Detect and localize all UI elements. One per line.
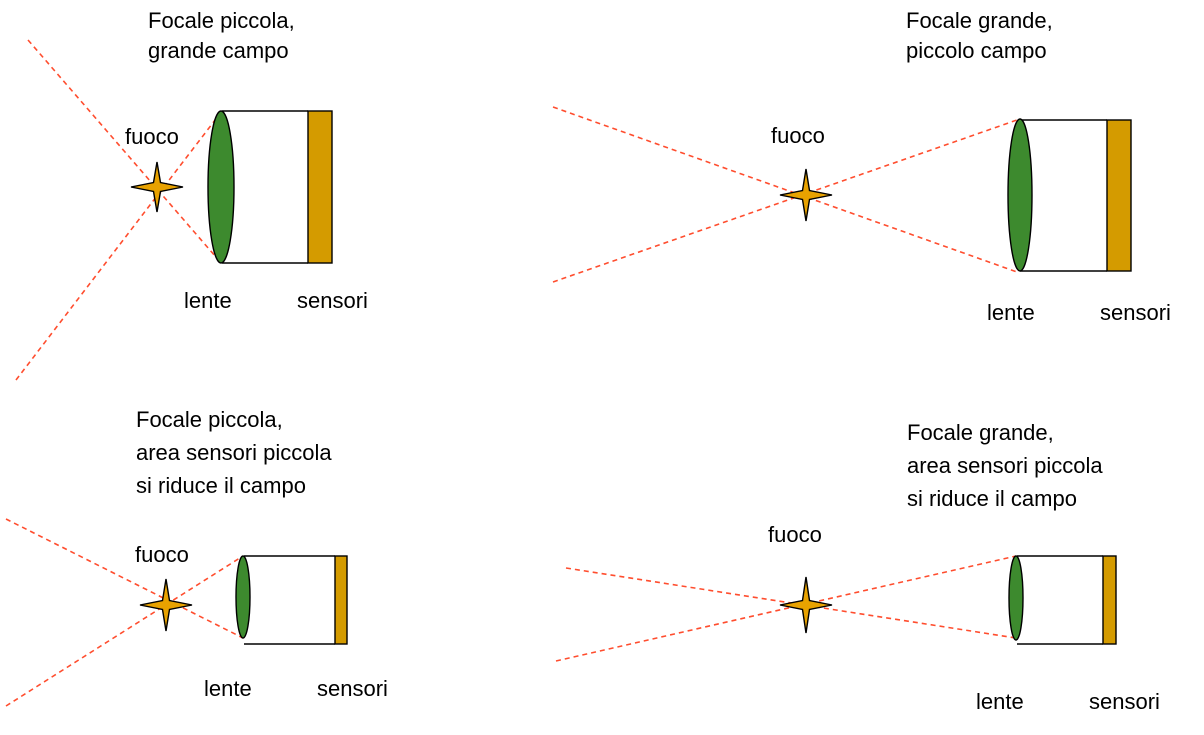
panel2-sensor-label: sensori — [1100, 300, 1171, 325]
panel4-focus-label: fuoco — [768, 522, 822, 547]
panel4-focus-star-icon — [779, 576, 833, 634]
panel1-caption-line2: grande campo — [148, 38, 289, 63]
panel2-focus-label: fuoco — [771, 123, 825, 148]
panel3-sensor — [334, 555, 348, 645]
panel3-caption-line1: Focale piccola, — [136, 407, 283, 432]
panel2-lens-label: lente — [987, 300, 1035, 325]
panel1-lens — [207, 110, 235, 264]
panel3-ray-2 — [5, 555, 244, 707]
panel3-ray-1 — [5, 518, 244, 639]
panel3-focus-star-icon — [139, 578, 193, 632]
panel2-sensor — [1106, 119, 1132, 272]
panel1-focus-label: fuoco — [125, 124, 179, 149]
panel4-sensor — [1102, 555, 1117, 645]
panel3-caption-line2: area sensori piccola — [136, 440, 332, 465]
panel2-ray-2 — [552, 119, 1018, 283]
panel2-ray-1 — [552, 106, 1018, 273]
panel4-lens — [1008, 555, 1024, 641]
panel3-lens-label: lente — [204, 676, 252, 701]
panel3-lens — [235, 555, 251, 639]
panel2-caption-line1: Focale grande, — [906, 8, 1053, 33]
panel2-focus-star-icon — [779, 168, 833, 222]
panel4-sensor-label: sensori — [1089, 689, 1160, 714]
panel2-caption-line2: piccolo campo — [906, 38, 1047, 63]
panel4-caption-line1: Focale grande, — [907, 420, 1054, 445]
panel3-focus-label: fuoco — [135, 542, 189, 567]
panel4-ray-2 — [555, 555, 1017, 662]
panel4-caption-line3: si riduce il campo — [907, 486, 1077, 511]
panel3-sensor-label: sensori — [317, 676, 388, 701]
panel1-ray-2 — [15, 110, 223, 381]
panel2-lens — [1007, 118, 1033, 272]
panel1-ray-1 — [27, 39, 223, 265]
panel1-lens-label: lente — [184, 288, 232, 313]
panel4-lens-label: lente — [976, 689, 1024, 714]
panel1-sensor-label: sensori — [297, 288, 368, 313]
panel1-focus-star-icon — [130, 161, 184, 213]
panel1-caption-line1: Focale piccola, — [148, 8, 295, 33]
panel4-caption-line2: area sensori piccola — [907, 453, 1103, 478]
panel3-caption-line3: si riduce il campo — [136, 473, 306, 498]
panel1-sensor — [307, 110, 333, 264]
